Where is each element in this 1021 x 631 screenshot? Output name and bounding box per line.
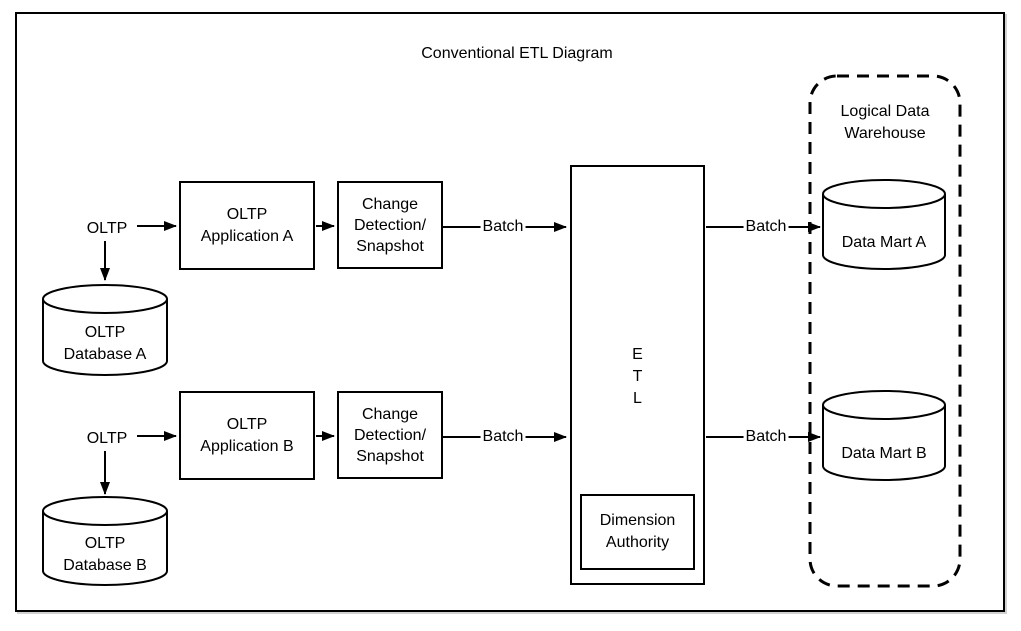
oltp-source-b-label: OLTP <box>86 430 128 447</box>
batch-label-b-to-etl: Batch <box>480 428 526 446</box>
oltp-database-b-cylinder <box>42 496 168 586</box>
diagram-frame <box>15 12 1005 612</box>
oltp-database-a-label: OLTP Database A <box>63 324 147 363</box>
oltp-database-b-label: OLTP Database B <box>63 535 147 574</box>
dimension-authority-box: Dimension Authority <box>580 494 695 570</box>
data-mart-b-label: Data Mart B <box>841 445 927 462</box>
batch-label-etl-to-mart-b: Batch <box>743 428 789 446</box>
change-detection-b-box: Change Detection/ Snapshot <box>337 391 443 479</box>
change-detection-a-box: Change Detection/ Snapshot <box>337 181 443 269</box>
data-mart-b-cylinder <box>822 390 946 481</box>
batch-label-a-to-etl: Batch <box>480 218 526 236</box>
oltp-application-a-box: OLTP Application A <box>179 181 315 270</box>
oltp-database-a-cylinder <box>42 284 168 376</box>
data-mart-a-cylinder <box>822 179 946 270</box>
diagram-title: Conventional ETL Diagram <box>421 45 613 62</box>
logical-data-warehouse-label: Logical Data Warehouse <box>840 103 930 142</box>
data-mart-a-label: Data Mart A <box>841 234 927 251</box>
etl-label: E T L <box>632 346 643 407</box>
oltp-source-a-label: OLTP <box>86 220 128 237</box>
oltp-application-b-box: OLTP Application B <box>179 391 315 480</box>
logical-data-warehouse-boundary <box>808 74 962 588</box>
batch-label-etl-to-mart-a: Batch <box>743 218 789 236</box>
